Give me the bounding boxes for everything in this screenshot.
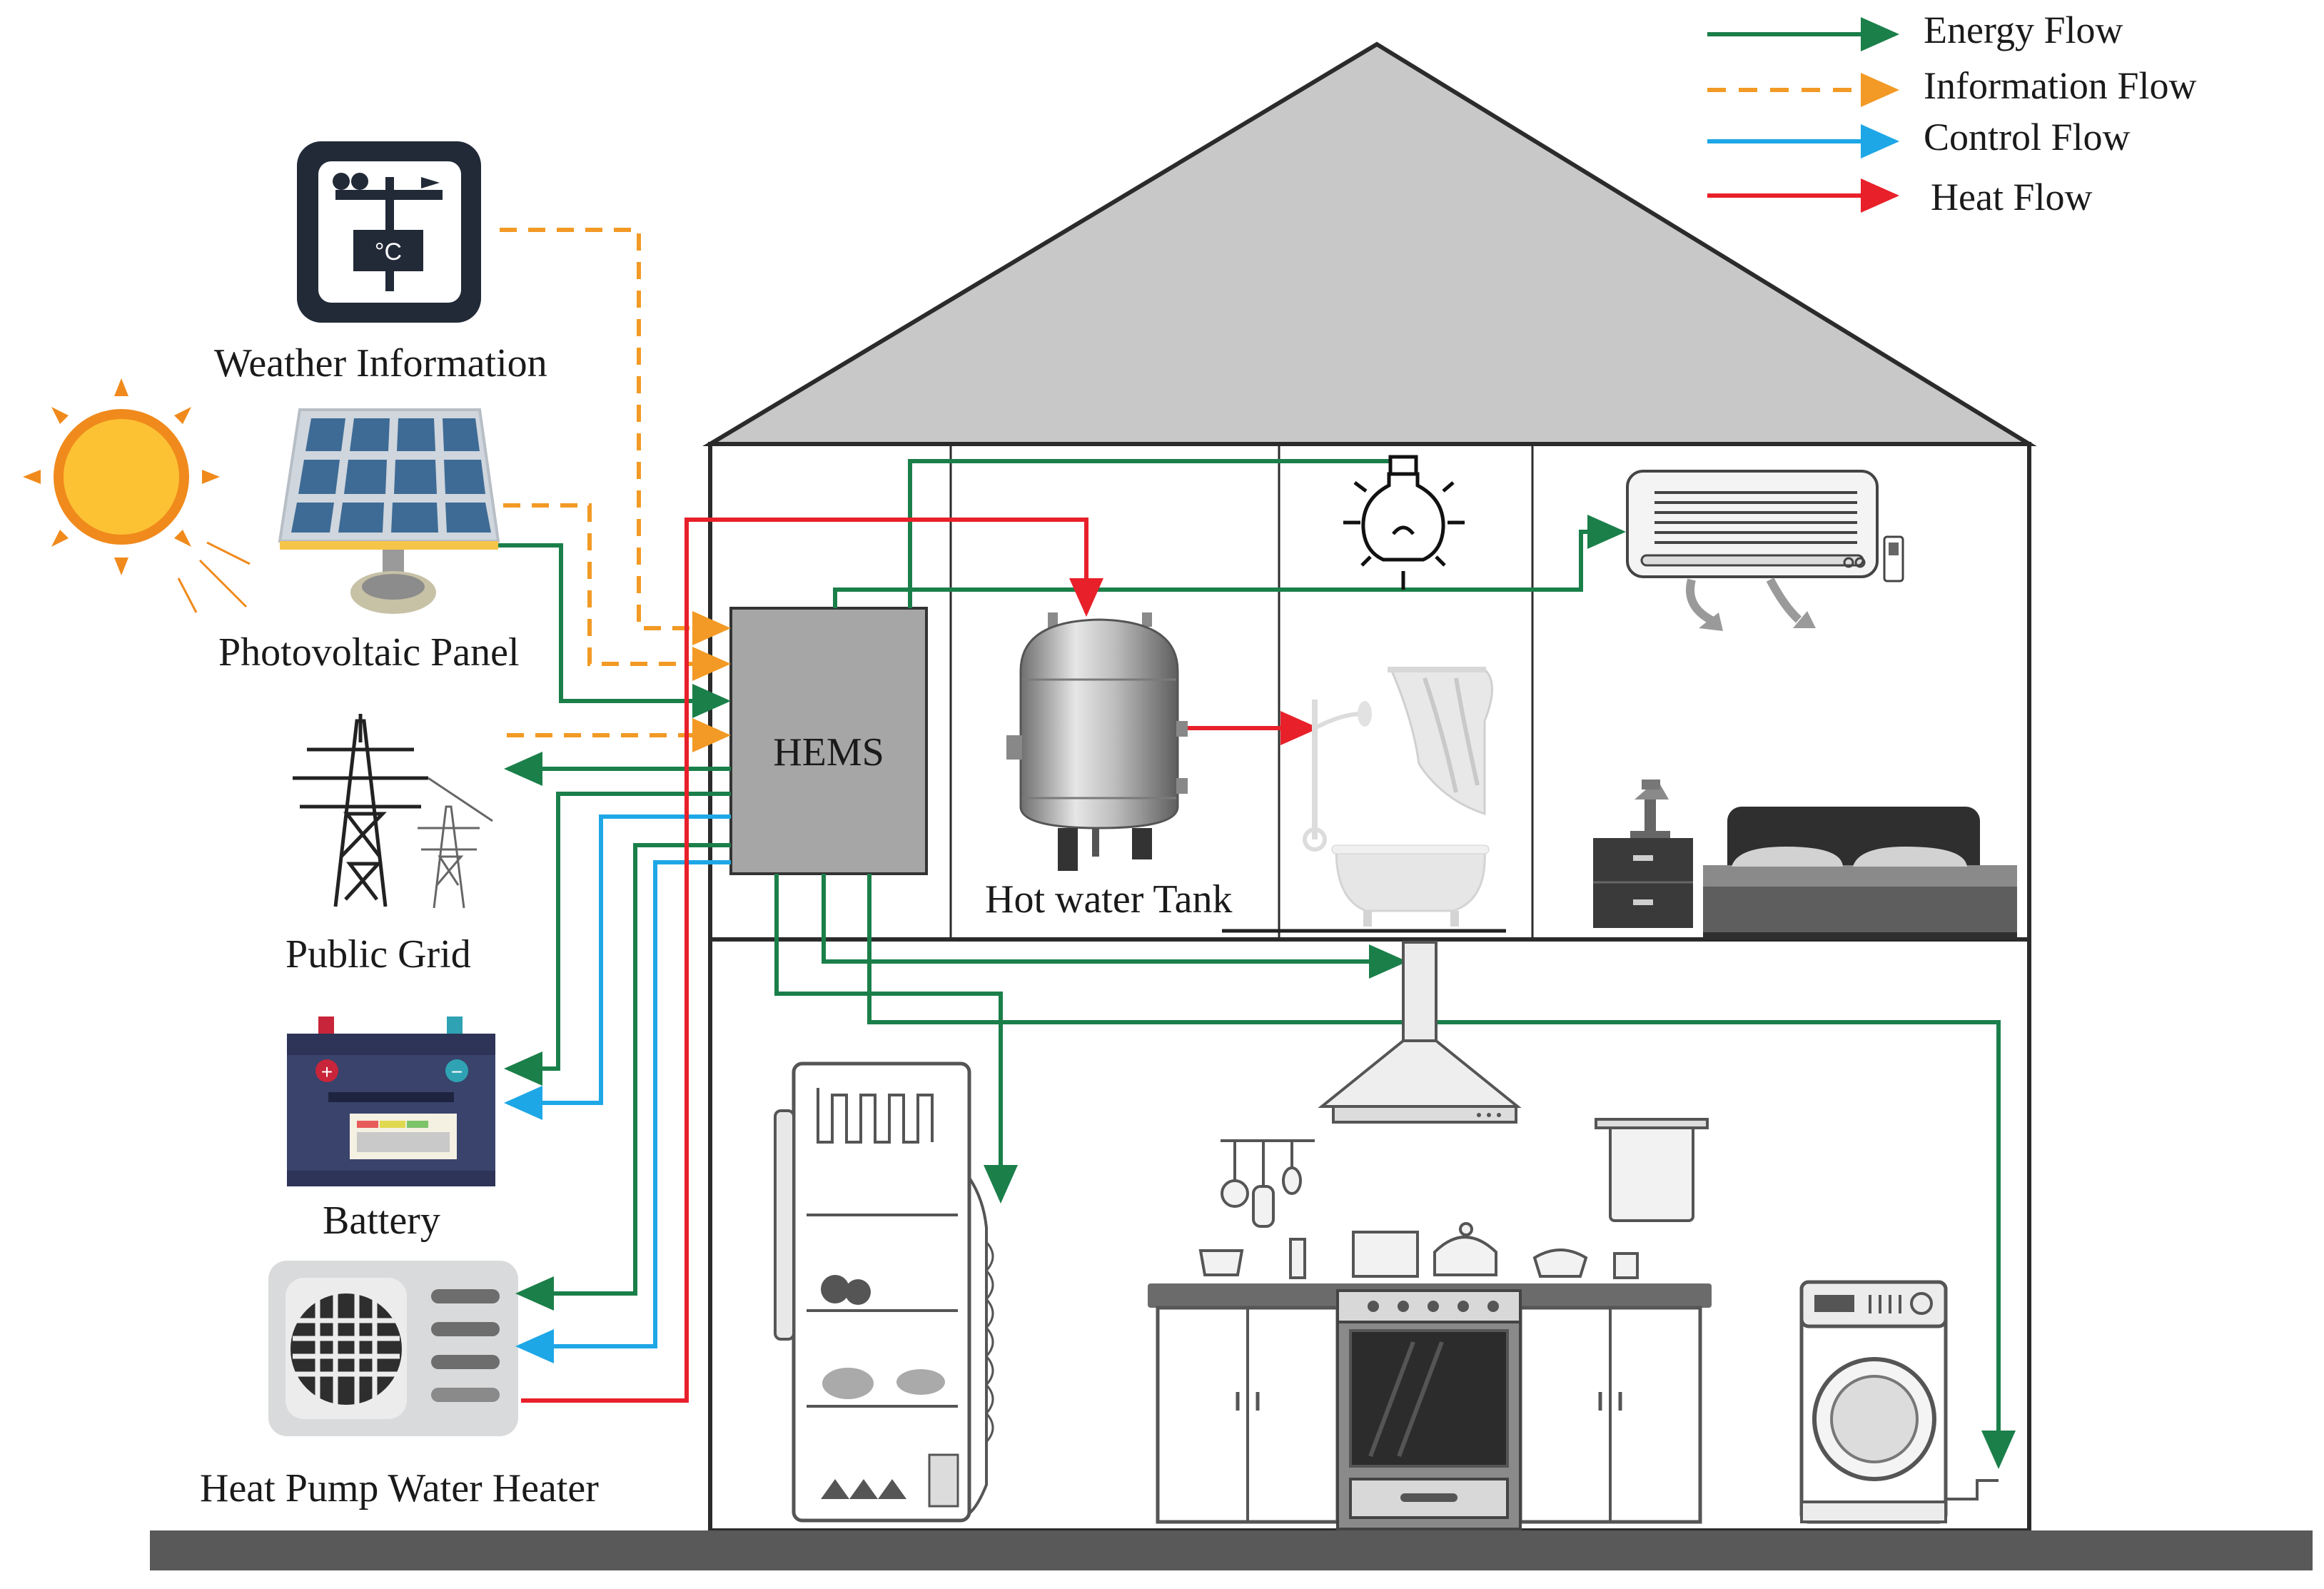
label-weather: Weather Information — [214, 341, 547, 385]
bed-icon — [1703, 807, 2017, 939]
water-tank-icon — [1006, 612, 1188, 871]
legend-energy-flow: Energy Flow — [1924, 9, 2123, 51]
range-hood-icon — [1318, 941, 1522, 1124]
legend-heat-flow: Heat Flow — [1931, 176, 2092, 218]
legend-information-flow: Information Flow — [1924, 64, 2196, 107]
kitchen-utensils — [1198, 1118, 1709, 1279]
hems-box — [729, 607, 928, 875]
power-tower-icon — [293, 714, 493, 909]
solar-panel-icon — [278, 408, 500, 614]
label-battery: Battery — [323, 1199, 440, 1243]
nightstand-icon — [1593, 780, 1693, 928]
label-hems: HEMS — [773, 730, 884, 775]
information-flows — [500, 228, 731, 752]
weather-unit: °C — [375, 238, 402, 266]
washing-machine-icon — [1799, 1280, 1999, 1524]
legend-control-flow: Control Flow — [1924, 116, 2131, 158]
label-pv: Photovoltaic Panel — [218, 630, 520, 675]
label-heat-pump: Heat Pump Water Heater — [200, 1466, 599, 1510]
light-bulb-icon — [1343, 455, 1465, 590]
bathtub-icon — [1222, 700, 1506, 933]
ground — [150, 1530, 2313, 1570]
sun-icon — [23, 378, 251, 613]
label-grid: Public Grid — [286, 932, 471, 977]
oven-icon — [1336, 1289, 1522, 1530]
heat-flows — [521, 518, 1319, 1403]
battery-icon: + − — [287, 1017, 495, 1186]
refrigerator-icon — [774, 1061, 994, 1523]
weather-station-icon: °C — [297, 141, 481, 323]
shower-curtain-icon — [1388, 667, 1493, 816]
svg-text:+: + — [321, 1061, 333, 1083]
label-tank: Hot water Tank — [985, 877, 1233, 922]
roof — [702, 41, 2037, 446]
heat-pump-icon — [268, 1261, 518, 1436]
control-flows — [504, 814, 731, 1363]
legend: Energy Flow Information Flow Control Flo… — [1707, 9, 2196, 218]
svg-text:−: − — [451, 1061, 463, 1083]
air-conditioner-icon — [1626, 470, 1904, 631]
